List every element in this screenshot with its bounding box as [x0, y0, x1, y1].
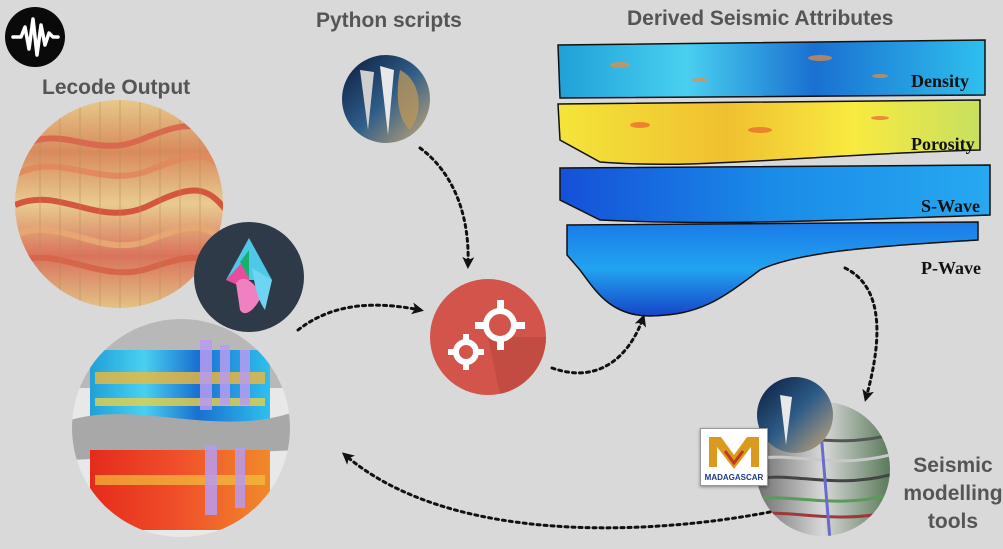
arrow-lecode-to-gears — [296, 302, 424, 332]
madagascar-label: MADAGASCAR — [704, 473, 764, 482]
lecode-output-title: Lecode Output — [42, 76, 191, 99]
globe-icon — [342, 55, 430, 143]
porosity-panel — [557, 99, 981, 166]
attribute-label-porosity: Porosity — [911, 134, 975, 154]
tools-title-line: tools — [927, 510, 979, 533]
seismic-modelling-tools-title: Seismic modelling tools — [903, 452, 1003, 536]
arrow-tools-to-lecode — [341, 452, 772, 530]
attribute-label-density: Density — [911, 71, 969, 91]
attribute-label-p-wave: P-Wave — [921, 258, 981, 278]
madagascar-logo-icon: MADAGASCAR — [700, 428, 768, 486]
arrow-attributes-to-tools — [843, 266, 879, 402]
model-3d-image — [72, 319, 290, 537]
p-wave-panel — [566, 221, 979, 317]
derived-attributes-title: Derived Seismic Attributes — [627, 7, 894, 30]
lecode-strata-image — [15, 100, 223, 308]
seismic-modelling-image — [756, 377, 890, 536]
density-panel — [557, 39, 986, 99]
gears-icon[interactable] — [430, 279, 547, 395]
s-wave-panel — [559, 164, 991, 224]
triangle-logo-icon — [194, 222, 304, 332]
attribute-label-s-wave: S-Wave — [921, 196, 981, 216]
arrow-gears-to-attributes — [550, 314, 647, 375]
waveform-icon — [5, 7, 65, 67]
tools-title-line: modelling — [903, 482, 1003, 505]
tools-title-line: Seismic — [913, 454, 993, 477]
arrow-python-to-gears — [418, 146, 475, 269]
python-scripts-title: Python scripts — [316, 9, 462, 32]
